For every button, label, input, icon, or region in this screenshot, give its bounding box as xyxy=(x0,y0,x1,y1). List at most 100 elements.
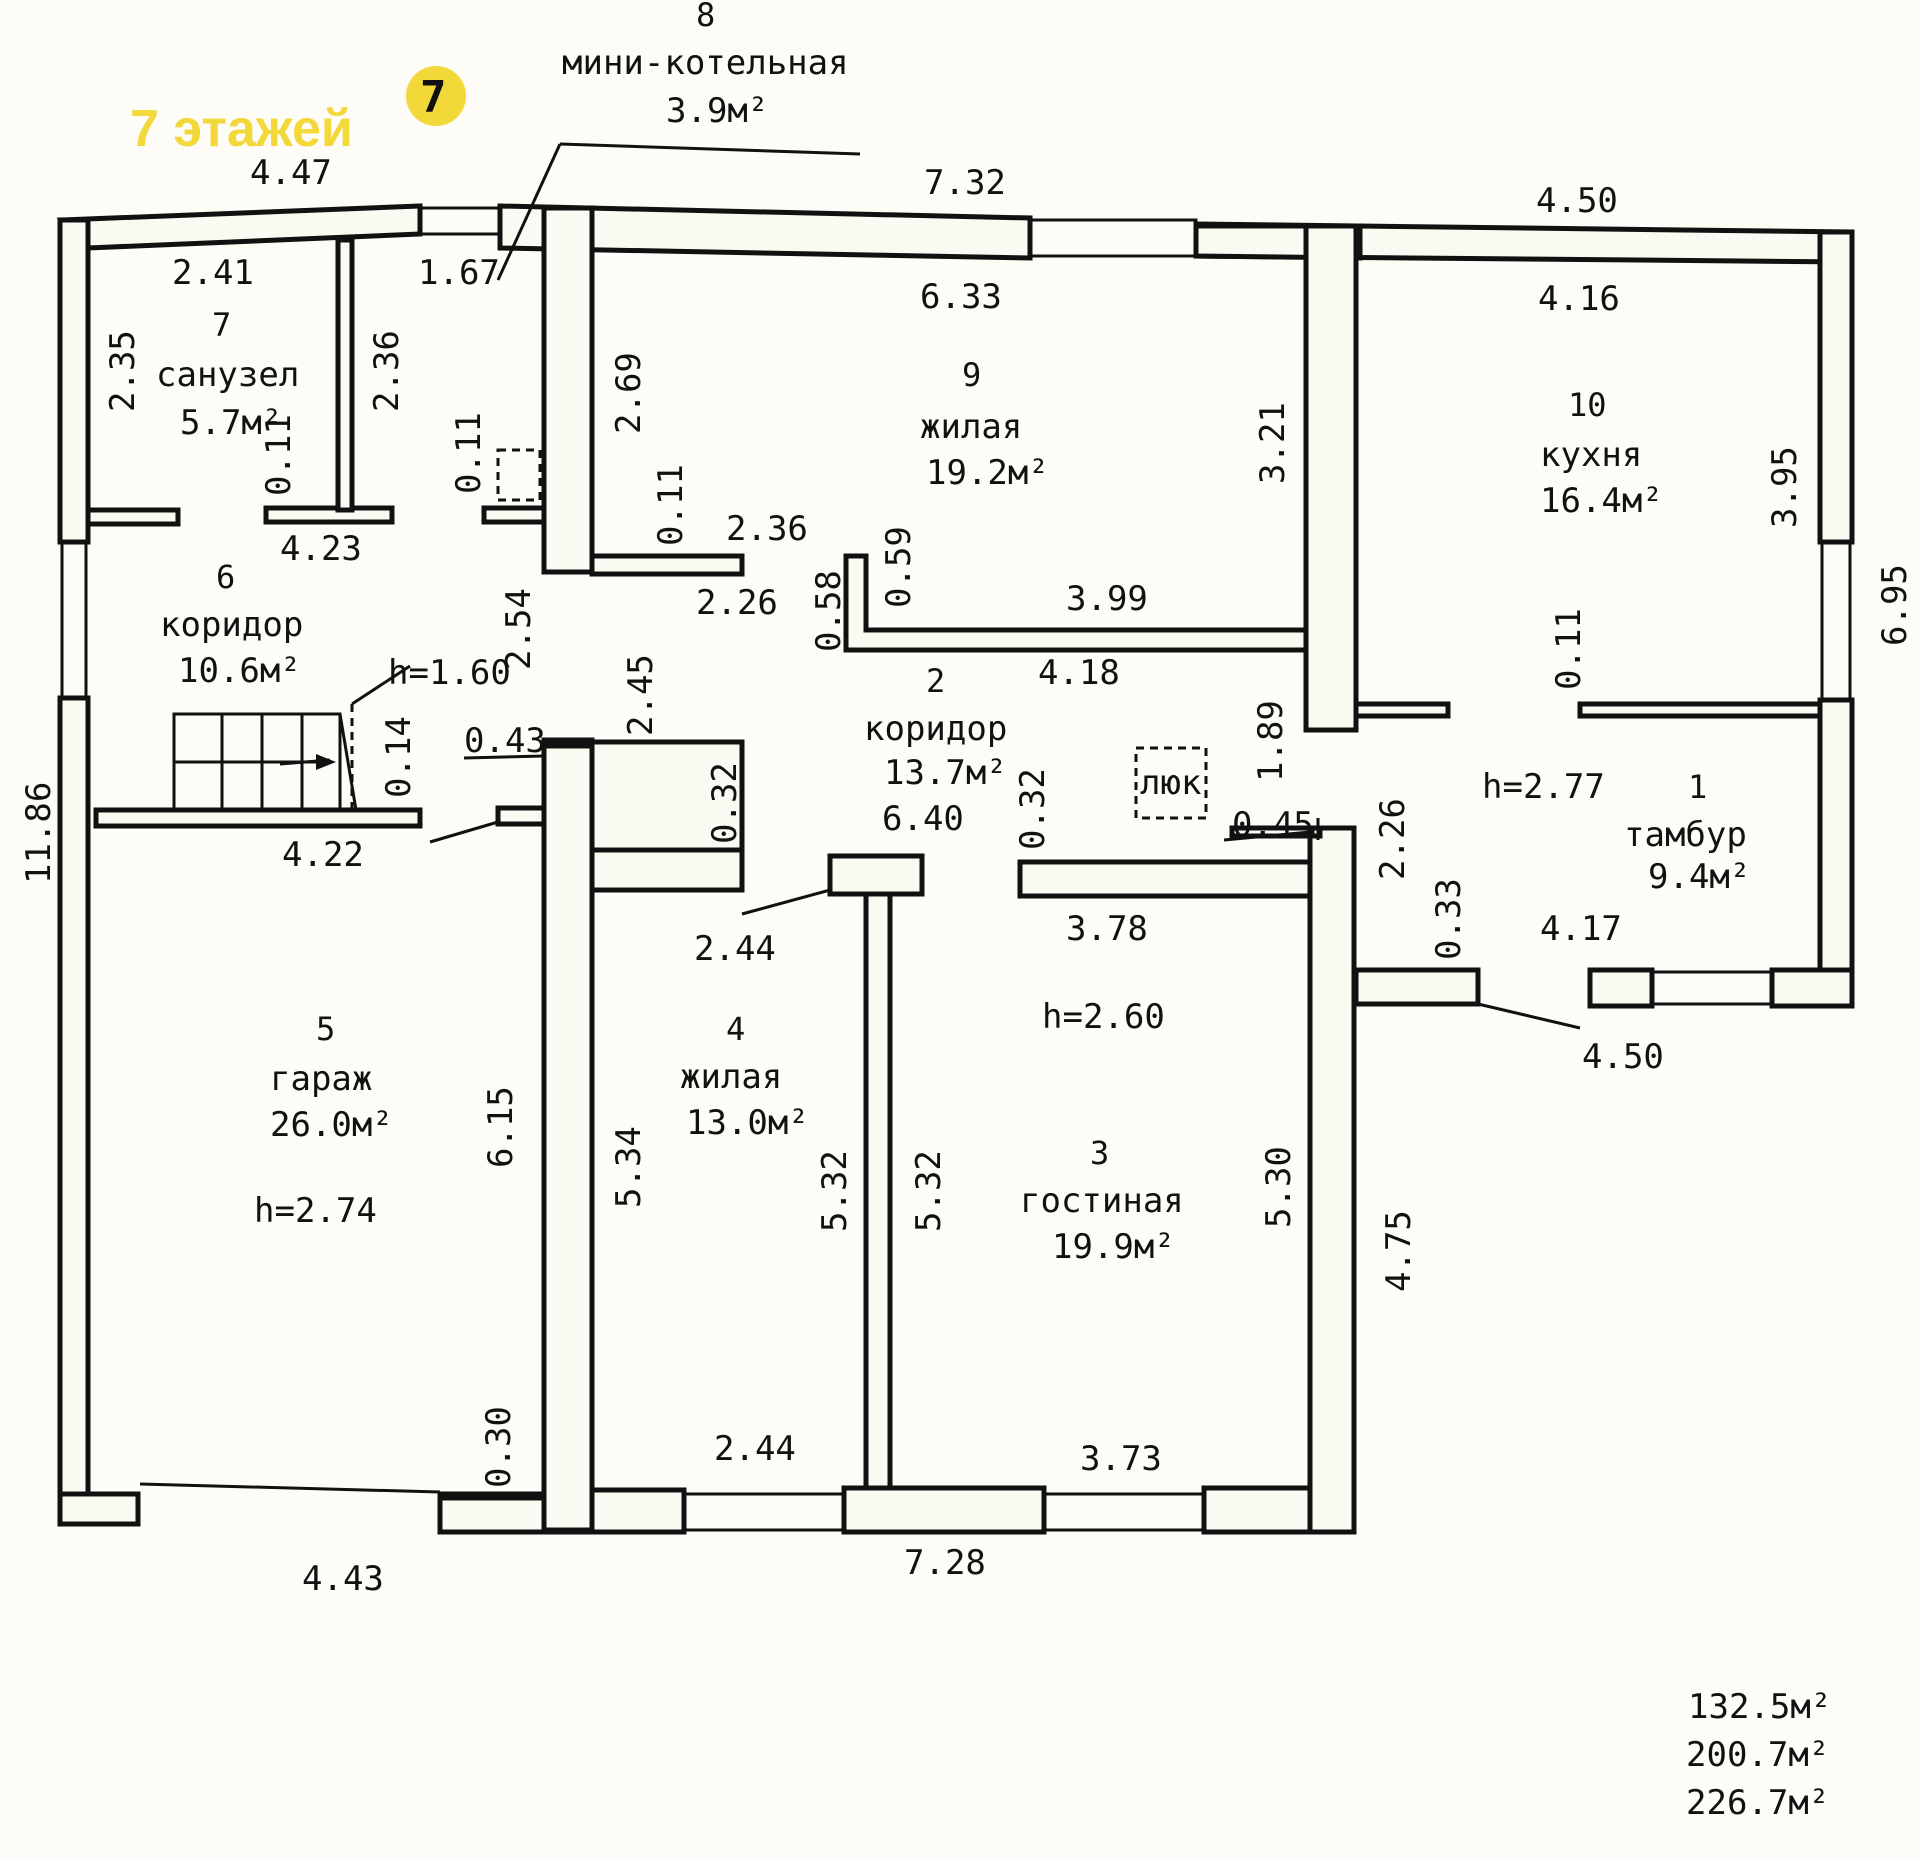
dim-label: 0.14 xyxy=(379,716,419,798)
dim-label: 2.69 xyxy=(609,352,649,434)
room-4-number: 4 xyxy=(726,1010,745,1048)
dim-label: 4.43 xyxy=(302,1559,384,1599)
dim-label: 0.30 xyxy=(479,1406,519,1488)
dim-label: 4.18 xyxy=(1038,653,1120,693)
dim-label: 3.95 xyxy=(1765,446,1805,528)
dim-label: 4.47 xyxy=(250,153,332,193)
room-10-number: 10 xyxy=(1568,386,1607,424)
dim-label: 0.58 xyxy=(809,570,849,652)
dim-label: 0.11 xyxy=(1549,608,1589,690)
dim-label: 5.32 xyxy=(909,1150,949,1232)
logo-badge-icon xyxy=(406,66,466,126)
dim-label: 6.15 xyxy=(481,1086,521,1168)
room-1-name: тамбур xyxy=(1624,815,1747,855)
dim-label: 0.11 xyxy=(651,464,691,546)
dim-label: 2.26 xyxy=(1373,798,1413,880)
dim-label: 5.34 xyxy=(609,1126,649,1208)
dim-label: 3.73 xyxy=(1080,1439,1162,1479)
room-6-area: 10.6м² xyxy=(178,651,301,691)
dim-label: 0.45 xyxy=(1232,805,1314,845)
dim-label: 2.54 xyxy=(499,588,539,670)
dim-label: 3.21 xyxy=(1253,402,1293,484)
total-area-1: 132.5м² xyxy=(1688,1687,1831,1727)
hatch-outline xyxy=(1134,746,1208,820)
room-2-name: коридор xyxy=(864,709,1007,749)
room-9-name: жилая xyxy=(920,407,1022,447)
dim-label: 2.26 xyxy=(696,583,778,623)
staircase xyxy=(172,664,411,812)
dim-label: 2.45 xyxy=(621,654,661,736)
height-label-2: h=2.77 xyxy=(1482,767,1605,807)
dim-label: 2.44 xyxy=(694,929,776,969)
room-7-name: санузел xyxy=(156,355,299,395)
dim-label: 2.36 xyxy=(726,509,808,549)
dim-label: 4.75 xyxy=(1379,1210,1419,1292)
dim-label: 0.59 xyxy=(879,526,919,608)
dim-label: 4.23 xyxy=(280,529,362,569)
room-6-name: коридор xyxy=(160,605,303,645)
room-1-area: 9.4м² xyxy=(1648,857,1750,897)
room-9-number: 9 xyxy=(962,356,981,394)
room-7-number: 7 xyxy=(212,306,231,344)
dim-label: 4.50 xyxy=(1582,1037,1664,1077)
dim-label: 4.50 xyxy=(1536,181,1618,221)
leader-lines xyxy=(429,142,1581,1030)
room-8-number: 8 xyxy=(696,0,715,34)
dim-label: 0.32 xyxy=(1013,768,1053,850)
room-10-area: 16.4м² xyxy=(1540,481,1663,521)
dim-label: 0.11 xyxy=(259,414,299,496)
dim-label: 6.40 xyxy=(882,799,964,839)
dim-label: 4.16 xyxy=(1538,279,1620,319)
room-3-name: гостиная xyxy=(1020,1181,1184,1221)
dim-label: 2.36 xyxy=(367,330,407,412)
height-label-1: h=1.60 xyxy=(388,653,511,693)
hatch-label: люк xyxy=(1140,763,1201,803)
room-3-area: 19.9м² xyxy=(1052,1227,1175,1267)
dim-label: 5.32 xyxy=(815,1150,855,1232)
dim-label: 3.99 xyxy=(1066,579,1148,619)
dim-label: 2.44 xyxy=(714,1429,796,1469)
total-area-3: 226.7м² xyxy=(1686,1783,1829,1823)
room-8-name: мини-котельная xyxy=(562,43,849,83)
dim-label: 2.35 xyxy=(103,330,143,412)
room-labels: 1 тамбур 9.4м² 2 коридор 13.7м² 3 гостин… xyxy=(156,0,1750,1267)
dim-label: 6.33 xyxy=(920,277,1002,317)
boiler-outline xyxy=(496,448,542,502)
room-7-area: 5.7м² xyxy=(180,403,282,443)
walls xyxy=(56,203,1855,1535)
room-9-area: 19.2м² xyxy=(926,453,1049,493)
area-totals: 132.5м² 200.7м² 226.7м² xyxy=(1686,1687,1831,1823)
room-6-number: 6 xyxy=(216,558,235,596)
dim-label: 7.32 xyxy=(924,163,1006,203)
logo-text: 7 этажей xyxy=(130,100,353,158)
dim-label: 7.28 xyxy=(904,1543,986,1583)
room-4-name: жилая xyxy=(680,1057,782,1097)
dim-label: 0.32 xyxy=(705,762,745,844)
dim-label: 4.17 xyxy=(1540,909,1622,949)
height-label-4: h=2.74 xyxy=(254,1191,377,1231)
room-5-area: 26.0м² xyxy=(270,1105,393,1145)
room-5-name: гараж xyxy=(270,1059,372,1099)
logo-badge-text: 7 xyxy=(420,72,447,123)
dim-label: 2.41 xyxy=(172,253,254,293)
dim-label: 4.22 xyxy=(282,835,364,875)
room-10-name: кухня xyxy=(1540,435,1642,475)
room-2-area: 13.7м² xyxy=(884,753,1007,793)
room-4-area: 13.0м² xyxy=(686,1103,809,1143)
dimensions: 4.47 7.32 4.50 2.41 1.67 6.33 4.16 2.35 … xyxy=(19,153,1915,1599)
dim-label: 0.11 xyxy=(449,412,489,494)
dim-label: 11.86 xyxy=(19,782,59,884)
height-label-3: h=2.60 xyxy=(1042,997,1165,1037)
dim-label: 3.78 xyxy=(1066,909,1148,949)
room-2-number: 2 xyxy=(926,662,945,700)
dim-label: 1.89 xyxy=(1251,700,1291,782)
room-8-area: 3.9м² xyxy=(666,91,768,131)
dim-label: 6.95 xyxy=(1875,564,1915,646)
room-3-number: 3 xyxy=(1090,1134,1109,1172)
dim-label: 0.33 xyxy=(1429,878,1469,960)
dim-label: 0.43 xyxy=(464,721,546,761)
total-area-2: 200.7м² xyxy=(1686,1735,1829,1775)
dim-label: 1.67 xyxy=(418,253,500,293)
room-1-number: 1 xyxy=(1688,768,1707,806)
